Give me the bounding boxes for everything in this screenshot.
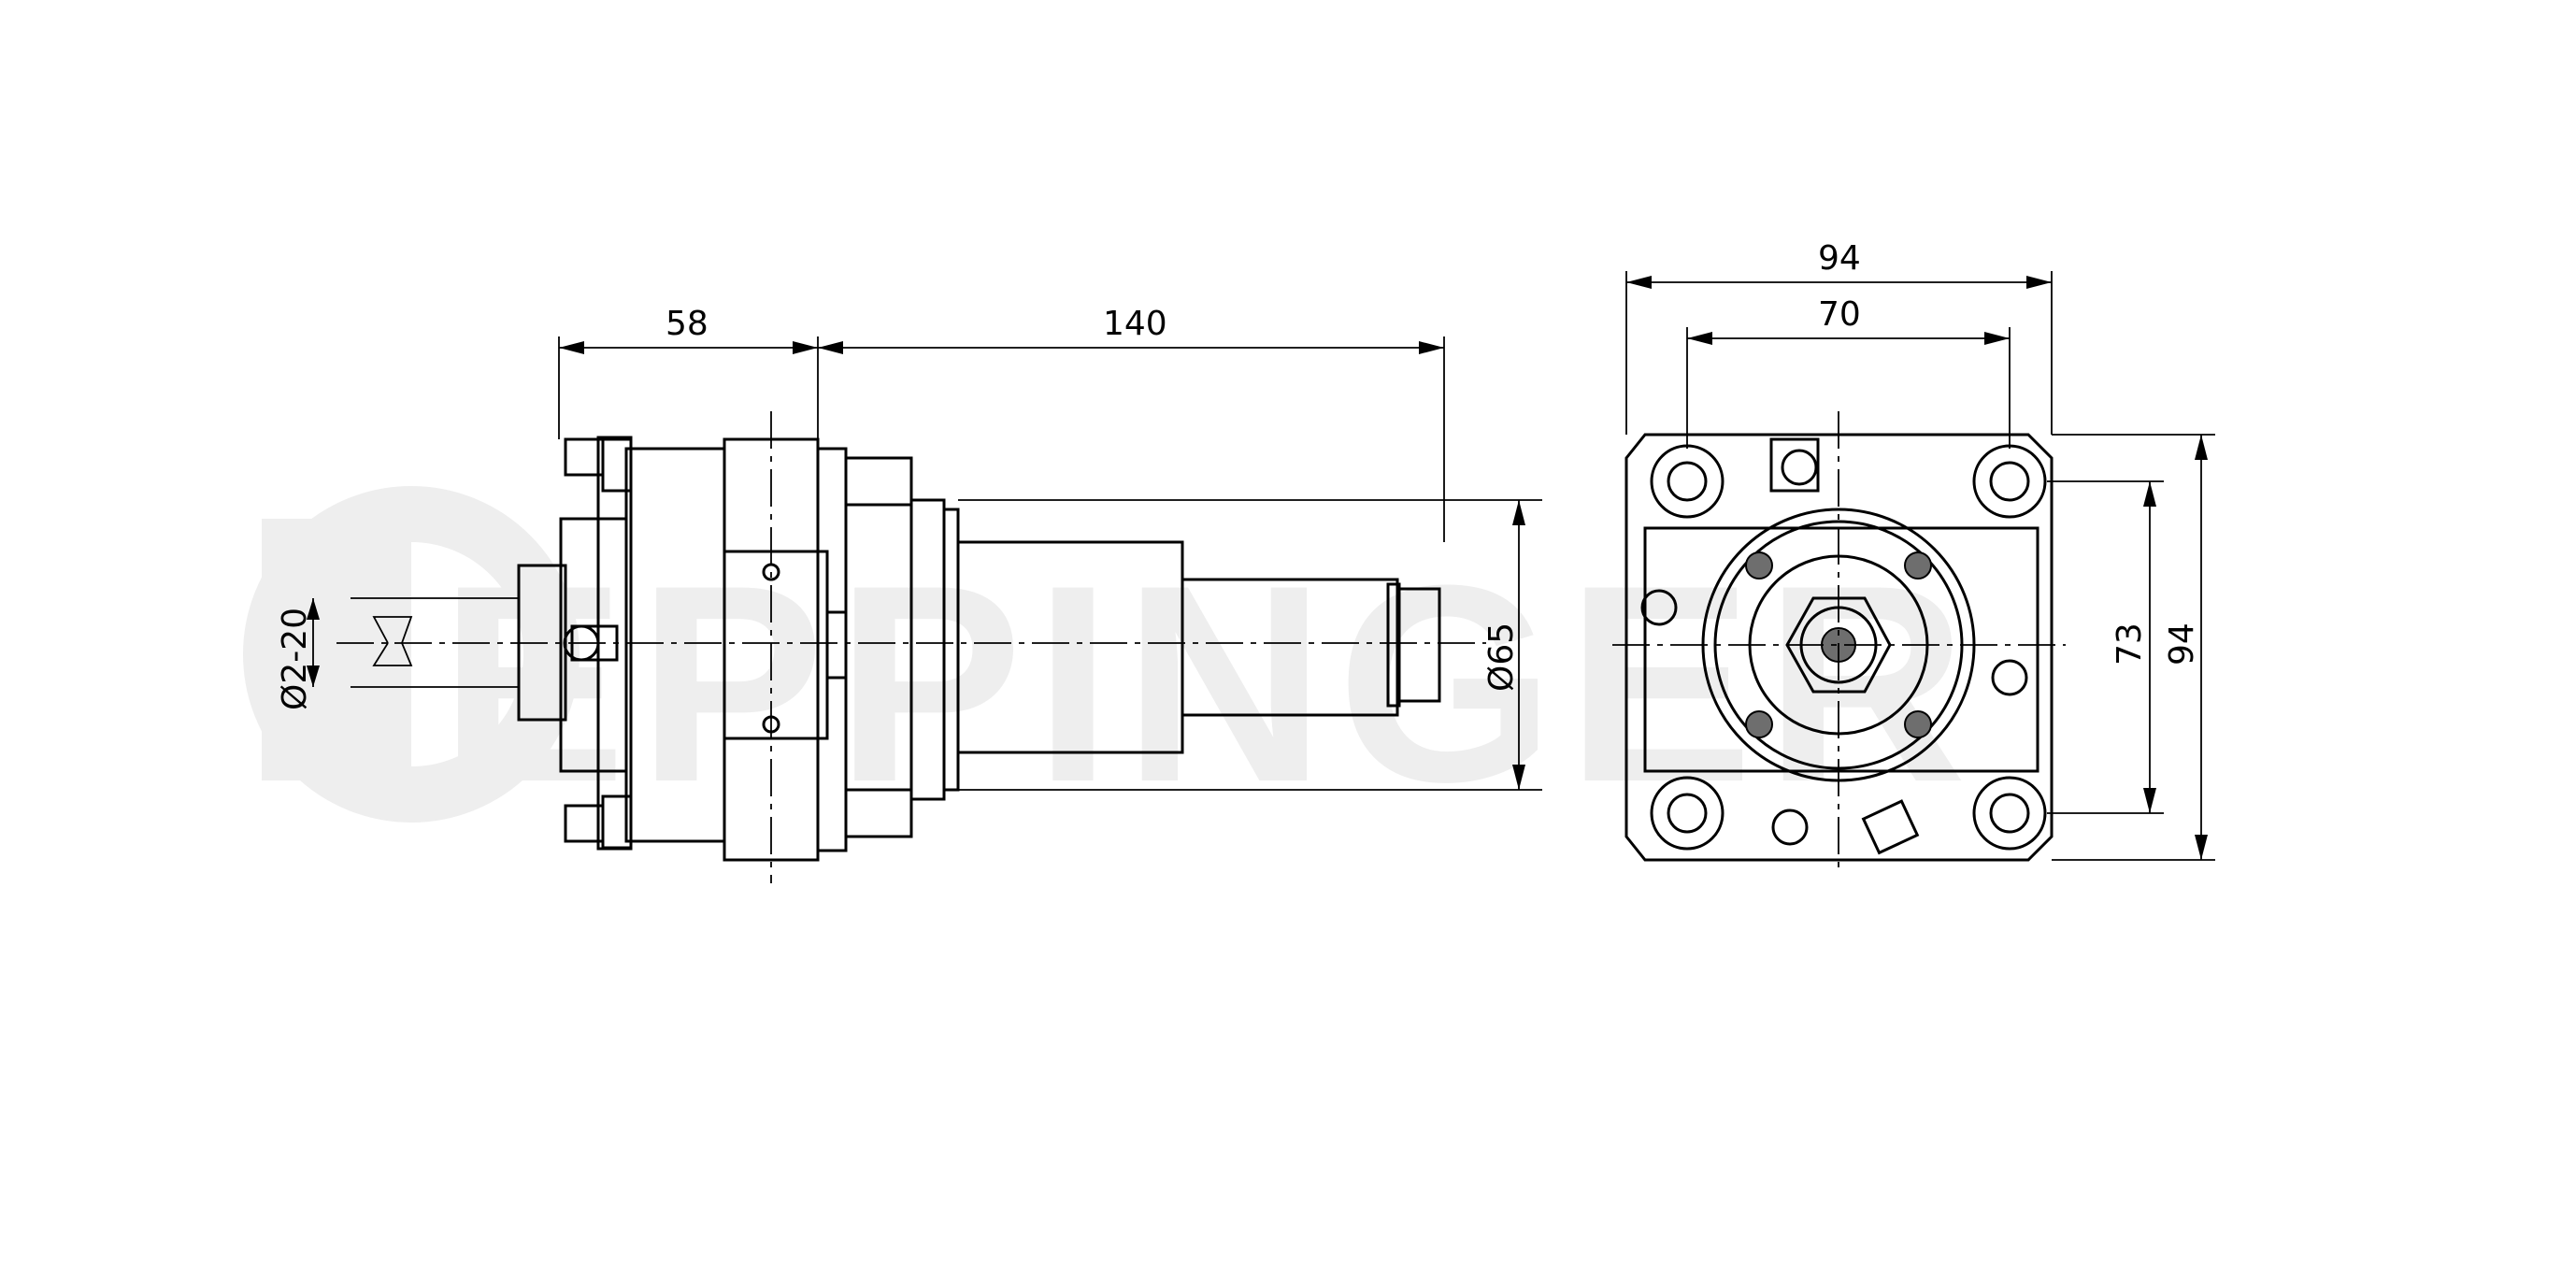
dim-73-arrow-top [2143, 481, 2156, 507]
shank-tip [1395, 587, 1441, 703]
dim-58-arrow-left [559, 341, 584, 354]
dim-70-label: 70 [1818, 295, 1861, 334]
bottom-guide-rod [844, 788, 913, 838]
dim-140-arrow-left [818, 341, 843, 354]
shank-tip-groove [1386, 582, 1401, 708]
dim-65-arrow-bottom [1512, 765, 1525, 790]
corner-bolt-br [1972, 776, 2047, 851]
side-pin-left [1640, 589, 1678, 626]
dim-94-top-arrow-left [1626, 276, 1652, 289]
corner-bolt-tl-head [1667, 461, 1708, 502]
front-outer-body [1624, 433, 2054, 862]
side-view: 58 140 Ø65 Ø2-20 [276, 305, 1542, 883]
dim-73-arrow-bottom [2143, 788, 2156, 813]
corner-bolts [1650, 444, 2047, 851]
flange-bolt-1 [1745, 551, 1773, 580]
corner-bolt-tr-head [1989, 461, 2030, 502]
flange-bolt-3 [1745, 710, 1773, 738]
corner-bolt-br-head [1989, 793, 2030, 834]
dim-70-arrow-left [1687, 332, 1712, 345]
top-clamp-block [601, 437, 633, 493]
top-port [1769, 437, 1820, 493]
dim-94-top-label: 94 [1818, 239, 1861, 278]
dim-140-arrow-right [1419, 341, 1444, 354]
corner-bolt-tr [1972, 444, 2047, 519]
front-inner-plate [1643, 526, 2039, 773]
corner-bolt-bl [1650, 776, 1724, 851]
top-pin [1781, 449, 1818, 486]
coolant-fitting-body [570, 624, 619, 662]
dim-65-label: Ø65 [1482, 623, 1521, 692]
dim-2-20-arrow-top [307, 598, 320, 620]
dim-70-arrow-right [1984, 332, 2010, 345]
dim-2-20-arrow-bottom [307, 665, 320, 687]
dim-94-right-arrow-top [2195, 435, 2208, 460]
dim-58-arrow-right [793, 341, 818, 354]
dim-58-label: 58 [665, 305, 708, 343]
dim-94-right-arrow-bottom [2195, 835, 2208, 860]
dim-73-label: 73 [2111, 623, 2149, 665]
coolant-nozzle [1861, 799, 1920, 855]
cutter-symbol [372, 616, 413, 666]
watermark-text: EPPINGER [439, 526, 1978, 840]
flange-bolt-4 [1904, 710, 1932, 738]
front-view: 94 70 73 94 [1612, 239, 2215, 874]
housing-key [825, 610, 848, 680]
dim-94-right-label: 94 [2163, 623, 2201, 665]
corner-bolt-bl-head [1667, 793, 1708, 834]
dim-94-top-arrow-right [2026, 276, 2052, 289]
flange-bolt-2 [1904, 551, 1932, 580]
dim-2-20-label: Ø2-20 [276, 608, 314, 710]
corner-bolt-tl [1650, 444, 1724, 519]
dim-140-label: 140 [1103, 305, 1167, 343]
bottom-pin [1771, 809, 1809, 846]
dim-65-arrow-top [1512, 500, 1525, 525]
bottom-clamp-block [601, 794, 633, 850]
side-pin-right [1991, 659, 2028, 696]
top-guide-rod [844, 456, 913, 507]
